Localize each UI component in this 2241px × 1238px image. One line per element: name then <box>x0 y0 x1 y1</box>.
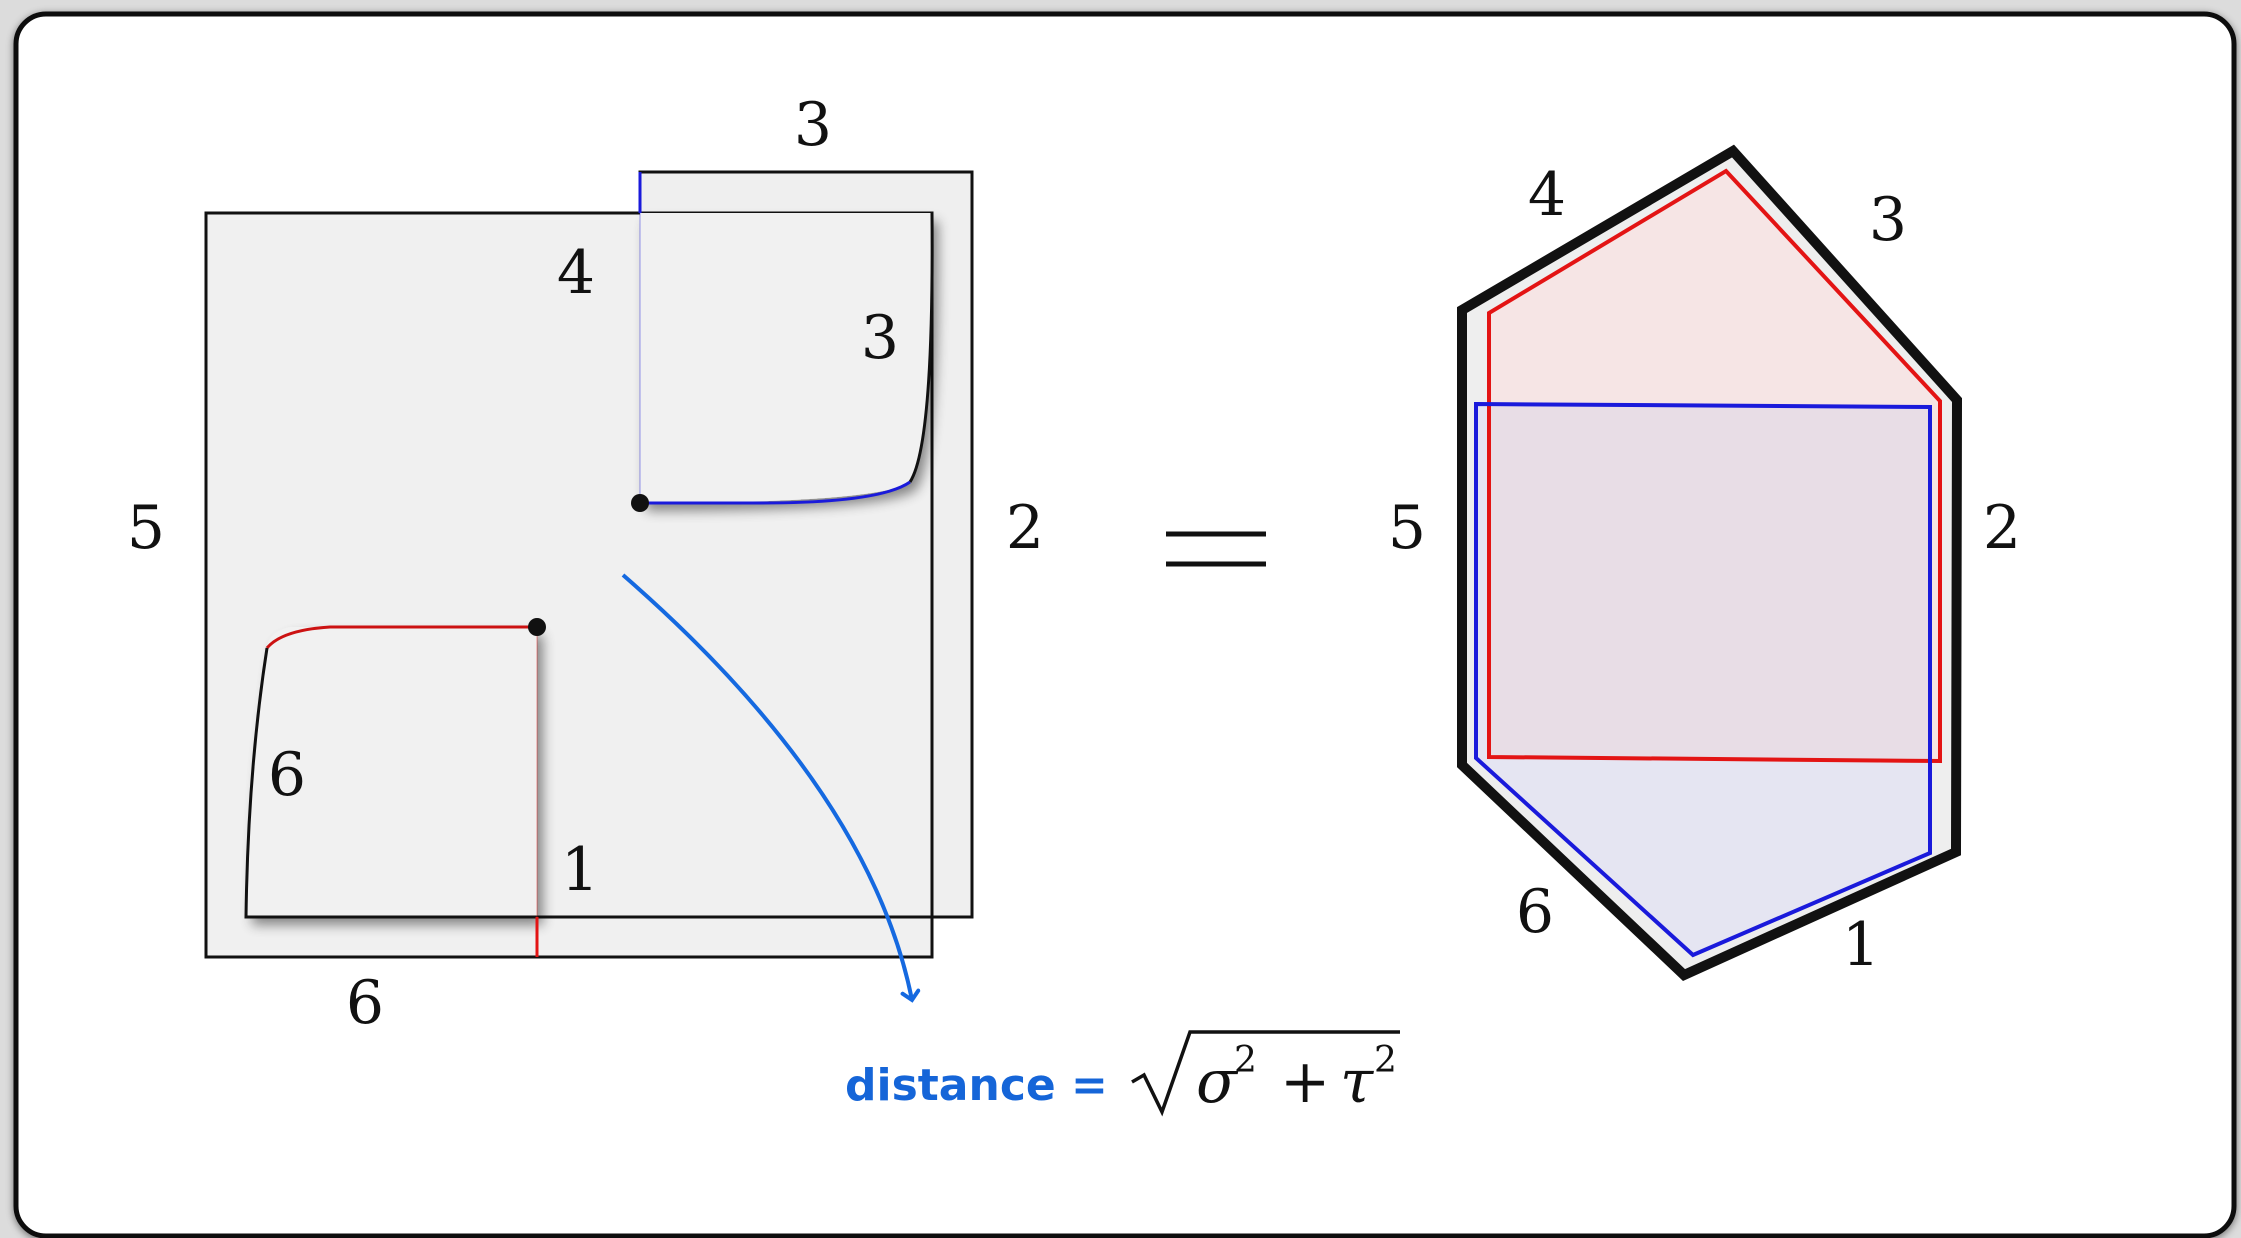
outer-label-bottom: 6 <box>346 968 384 1038</box>
lower-point <box>528 618 546 636</box>
overlap-region <box>1489 405 1930 761</box>
edge-label-2: 2 <box>1983 493 2021 563</box>
equals-sign <box>1166 531 1266 567</box>
inner-label-bottom: 1 <box>561 835 599 905</box>
upper-flap-edge <box>908 212 934 483</box>
upper-flap-blue-bottom <box>640 480 911 505</box>
distance-formula: distance = σ 2 + τ 2 <box>845 1030 1400 1117</box>
left-diagram: 3 4 3 5 2 6 1 6 <box>127 90 1044 1038</box>
formula-plus: + <box>1280 1047 1330 1117</box>
edge-label-5: 5 <box>1388 493 1426 563</box>
outer-label-left: 5 <box>127 493 165 563</box>
outer-label-top: 3 <box>794 90 832 160</box>
edge-label-1: 1 <box>1842 910 1880 980</box>
edge-label-3: 3 <box>1869 185 1907 255</box>
outer-label-right: 2 <box>1006 493 1044 563</box>
formula-sigma-exponent: 2 <box>1234 1040 1257 1081</box>
inner-label-upper-right: 3 <box>861 303 899 373</box>
formula-tau-exponent: 2 <box>1374 1040 1397 1081</box>
edge-label-6: 6 <box>1516 877 1554 947</box>
upper-flap <box>640 213 933 503</box>
lower-flap-red-top <box>265 625 537 650</box>
blue-arrow <box>621 573 921 1003</box>
edge-label-4: 4 <box>1528 160 1566 230</box>
upper-point <box>631 494 649 512</box>
formula-sigma: σ <box>1196 1047 1239 1117</box>
right-diagram: 4 3 5 2 6 1 <box>1388 144 2021 981</box>
lower-flap-left-edge <box>244 647 537 919</box>
formula-tau: τ <box>1340 1047 1374 1117</box>
blue-outline <box>1474 401 1932 958</box>
lower-flap <box>246 627 537 917</box>
red-outline <box>1487 168 1942 764</box>
formula-label: distance = <box>845 1060 1108 1111</box>
inner-label-upper-left: 4 <box>557 238 595 308</box>
radical-sign <box>1131 1030 1400 1117</box>
inner-label-lower-left: 6 <box>268 740 306 810</box>
